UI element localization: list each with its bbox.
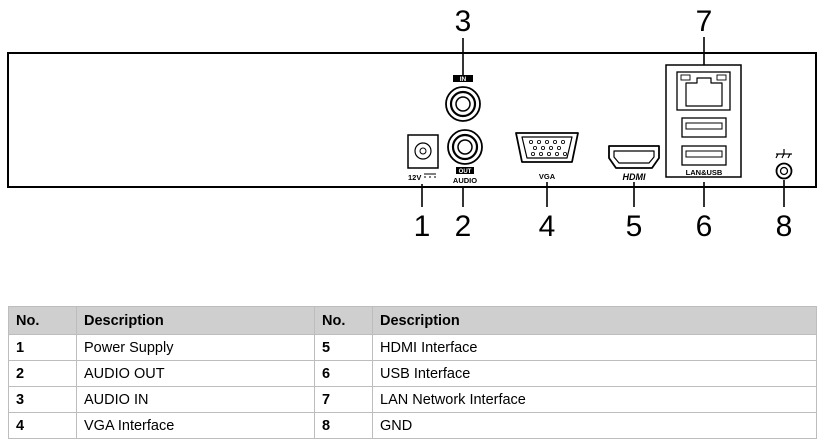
callout-1: 1 [414,210,431,243]
ground-terminal-icon [775,162,793,180]
audio-out-label: OUT [459,169,472,175]
vga-port-icon [515,132,579,163]
dc-symbol [424,173,436,178]
cell-no: 5 [314,334,373,361]
audio-out-label-box: OUT [456,167,474,175]
table-row: 4 VGA Interface 8 GND [8,412,817,439]
callout-6: 6 [696,210,713,243]
callout-5: 5 [626,210,643,243]
table-row: 2 AUDIO OUT 6 USB Interface [8,360,817,387]
cell-description: GND [372,412,817,439]
callout-3: 3 [455,5,472,38]
hdmi-port-icon [608,145,660,169]
hdmi-label: HDMI [623,172,646,182]
lan-usb-label: LAN&USB [686,168,723,177]
audio-in-label-box: IN [453,75,473,83]
cell-no: 4 [8,412,77,439]
cell-no: 7 [314,386,373,413]
header-no: No. [314,306,373,335]
table-header-row: No. Description No. Description [8,306,817,335]
cell-description: VGA Interface [76,412,315,439]
callout-7: 7 [696,5,713,38]
cell-no: 3 [8,386,77,413]
dc-power-jack-icon [407,134,439,169]
rear-panel-diagram: 12V IN OUT AUDIO V [7,5,817,243]
cell-no: 1 [8,334,77,361]
power-label: 12V [408,173,421,182]
header-no: No. [8,306,77,335]
cell-no: 2 [8,360,77,387]
callout-4: 4 [539,210,556,243]
cell-description: Power Supply [76,334,315,361]
ground-symbol [775,149,792,159]
rca-jack-icon [447,129,483,165]
usb-port-icon [681,117,727,138]
rca-jack-icon [445,86,481,122]
cell-description: LAN Network Interface [372,386,817,413]
callout-8: 8 [776,210,793,243]
header-description: Description [76,306,315,335]
header-description: Description [372,306,817,335]
cell-description: AUDIO IN [76,386,315,413]
cell-description: USB Interface [372,360,817,387]
table-row: 3 AUDIO IN 7 LAN Network Interface [8,386,817,413]
table-row: 1 Power Supply 5 HDMI Interface [8,334,817,361]
ports-table: No. Description No. Description 1 Power … [8,306,817,439]
cell-no: 8 [314,412,373,439]
cell-no: 6 [314,360,373,387]
rj45-port-icon [676,71,731,111]
vga-label: VGA [539,172,556,181]
usb-port-icon [681,145,727,166]
cell-description: AUDIO OUT [76,360,315,387]
cell-description: HDMI Interface [372,334,817,361]
audio-label: AUDIO [453,176,477,185]
rear-panel-outline [7,52,817,188]
callout-2: 2 [455,210,472,243]
audio-in-label: IN [460,76,467,83]
